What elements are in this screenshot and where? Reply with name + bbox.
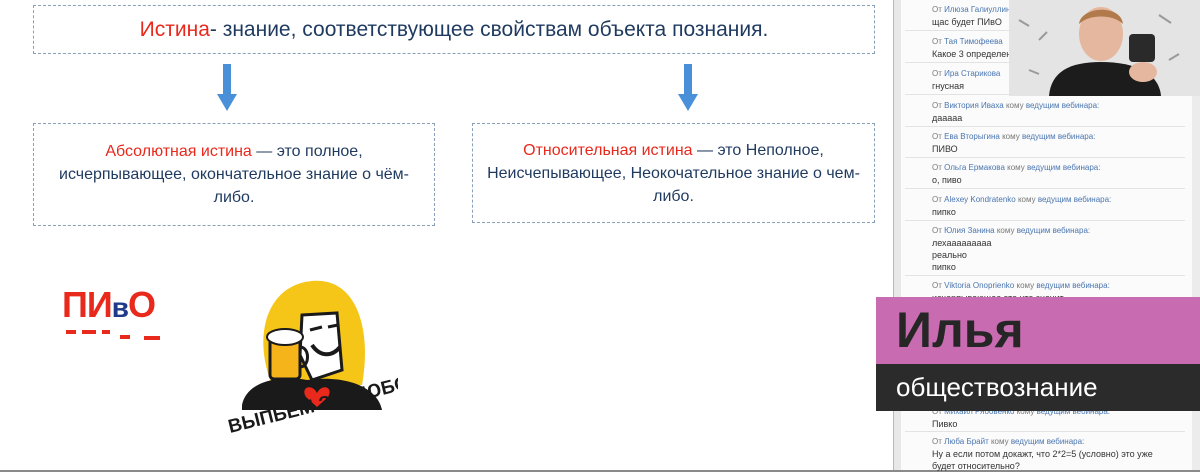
arrow-down-icon [678,64,698,111]
chat-scrollbar[interactable] [1192,0,1200,470]
absolute-truth-text: — это полное, исчерпывающее, окончательн… [59,143,409,206]
chat-message: От Люба Брайт кому ведущим вебинара: Ну … [932,437,1153,471]
relative-truth-card: Относительная истина — это Неполное, Неи… [472,123,875,223]
chat-message: От Тая Тимофеева Какое 3 определен [932,37,1012,59]
relative-truth-text: — это Неполное, Неисчепывающее, Неокочат… [487,141,860,205]
pivo-underline-decoration [66,330,160,340]
lower-third-name-band: Илья [876,297,1200,364]
presenter-subject: обществознание [896,372,1098,402]
definition-term: Истина [139,17,210,41]
absolute-truth-term: Абсолютная истина [105,143,252,160]
chat-message: От Юлия Занина кому ведущим вебинара: ле… [932,226,1091,272]
chat-message: От Ира Старикова гнусная [932,69,1001,91]
beer-sticker-illustration: ВЫПЬЕМ ЗА ЛЮБОВЬ [226,280,398,438]
presentation-slide: Истина - знание, соответствующее свойств… [0,0,893,470]
webcam-video [1009,0,1200,96]
chat-message: От Михаил Рябовенко кому ведущим вебинар… [932,407,1111,429]
chat-message: От Ольга Ермакова кому ведущим вебинара:… [932,163,1101,185]
presenter-name: Илья [896,302,1024,358]
chat-message: От Виктория Иваха кому ведущим вебинара:… [932,101,1100,123]
slide-scroll-edge [893,0,901,470]
chat-message: От Alexey Kondratenko кому ведущим вебин… [932,195,1112,217]
definition-text: - знание, соответствующее свойствам объе… [209,17,769,41]
arrow-down-icon [217,64,237,111]
chat-message: От Ева Вторыгина кому ведущим вебинара: … [932,132,1096,154]
presenter-video-frame [1009,0,1200,96]
pivo-wordart: ПИвО [62,284,156,325]
chat-message: От Илюза Галиуллин щас будет ПИвО [932,5,1011,27]
definition-box: Истина - знание, соответствующее свойств… [33,5,875,54]
absolute-truth-card: Абсолютная истина — это полное, исчерпыв… [33,123,435,226]
relative-truth-term: Относительная истина [523,141,693,159]
presenter-lower-third: Илья обществознание [876,297,1200,411]
lower-third-subject-band: обществознание [876,364,1200,411]
